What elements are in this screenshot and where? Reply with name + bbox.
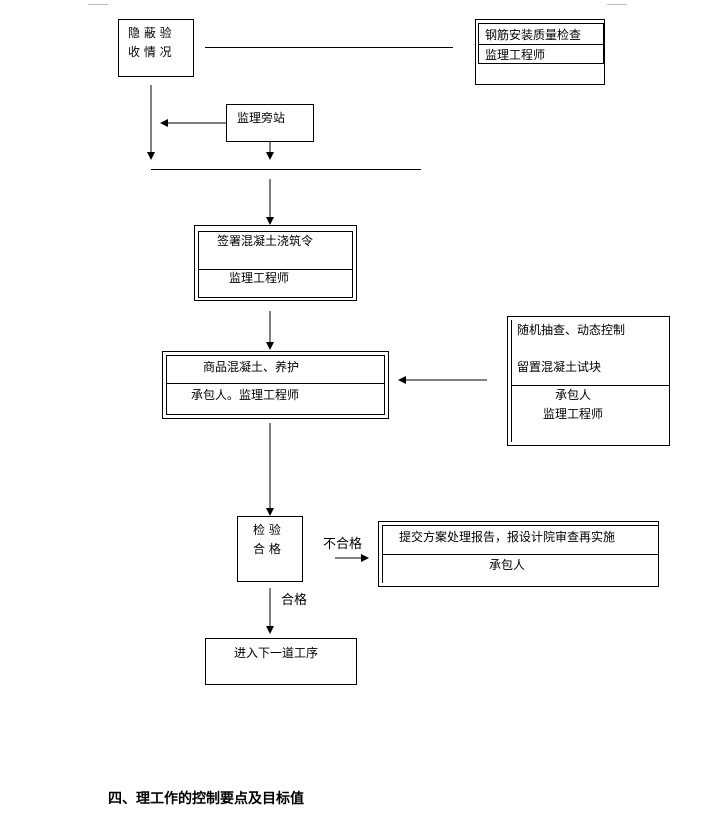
node-hidden-acceptance-line2: 收 情 况 bbox=[128, 45, 172, 59]
node-sign-order-role: 监理工程师 bbox=[229, 271, 290, 285]
node-rebar-check-role: 监理工程师 bbox=[485, 48, 546, 62]
node-commercial-concrete-inner-top bbox=[166, 355, 385, 356]
node-sign-order: 签署混凝土浇筑令 监理工程师 bbox=[194, 225, 357, 301]
node-rebar-check-title: 钢筋安装质量检查 bbox=[485, 28, 582, 42]
node-rebar-check-inner: 钢筋安装质量检查 监理工程师 bbox=[478, 23, 604, 64]
node-rebar-check: 钢筋安装质量检查 监理工程师 bbox=[475, 19, 605, 85]
node-sign-order-inner-top bbox=[198, 231, 353, 232]
page-corner-mark-left bbox=[88, 4, 108, 5]
node-rework-title: 提交方案处理报告，报设计院审查再实施 bbox=[399, 530, 616, 544]
node-random-check: 随机抽查、动态控制 留置混凝土试块 承包人 监理工程师 bbox=[507, 316, 670, 446]
section-heading: 四、理工作的控制要点及目标值 bbox=[108, 791, 304, 807]
node-next-process: 进入下一道工序 bbox=[205, 638, 357, 685]
edge-pass-label: 合格 bbox=[281, 593, 308, 608]
node-commercial-concrete-inner-left bbox=[166, 355, 167, 415]
node-random-check-line1: 随机抽查、动态控制 bbox=[517, 323, 626, 337]
node-supervision-standby: 监理旁站 bbox=[226, 104, 314, 142]
node-rework: 提交方案处理报告，报设计院审查再实施 承包人 bbox=[378, 521, 659, 587]
node-sign-order-inner-right bbox=[352, 231, 353, 298]
node-commercial-concrete-role: 承包人。监理工程师 bbox=[191, 388, 300, 402]
node-rework-divider bbox=[382, 554, 658, 555]
node-sign-order-divider bbox=[198, 269, 353, 270]
node-random-check-role2: 监理工程师 bbox=[543, 407, 604, 421]
connector-line-top bbox=[205, 47, 453, 48]
node-random-check-role1: 承包人 bbox=[555, 388, 592, 402]
node-commercial-concrete-title: 商品混凝土、养护 bbox=[203, 360, 300, 374]
node-supervision-standby-label: 监理旁站 bbox=[237, 111, 286, 125]
node-commercial-concrete: 商品混凝土、养护 承包人。监理工程师 bbox=[162, 351, 389, 419]
node-rebar-check-divider bbox=[479, 44, 603, 45]
node-inspection: 检 验 合 格 bbox=[237, 516, 303, 582]
node-random-check-line2: 留置混凝土试块 bbox=[517, 360, 602, 374]
edge-fail-label: 不合格 bbox=[323, 537, 363, 552]
node-commercial-concrete-inner-bottom bbox=[166, 414, 385, 415]
node-inspection-line2: 合 格 bbox=[253, 542, 281, 556]
node-next-process-label: 进入下一道工序 bbox=[234, 646, 319, 660]
node-sign-order-inner-bottom bbox=[198, 297, 353, 298]
node-commercial-concrete-inner-right bbox=[384, 355, 385, 415]
node-commercial-concrete-divider bbox=[166, 383, 385, 384]
node-hidden-acceptance: 隐 蔽 验 收 情 况 bbox=[118, 19, 194, 77]
merge-line bbox=[151, 169, 421, 170]
node-inspection-line1: 检 验 bbox=[253, 523, 281, 537]
node-random-check-divider bbox=[511, 385, 669, 386]
node-hidden-acceptance-line1: 隐 蔽 验 bbox=[128, 26, 172, 40]
node-random-check-inner-left bbox=[511, 320, 512, 442]
node-sign-order-title: 签署混凝土浇筑令 bbox=[217, 234, 314, 248]
page-corner-mark-right bbox=[607, 4, 627, 5]
node-rework-role: 承包人 bbox=[489, 558, 526, 572]
node-rework-inner-top bbox=[382, 525, 658, 526]
node-sign-order-inner-left bbox=[198, 231, 199, 298]
